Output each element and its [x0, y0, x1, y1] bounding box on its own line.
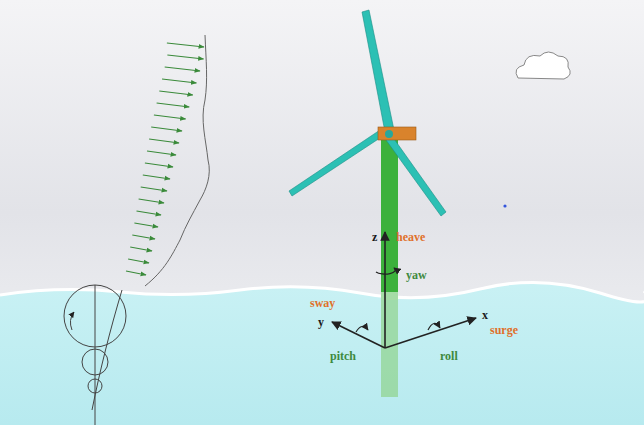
axes: [332, 232, 476, 348]
axis-letter: z: [372, 231, 377, 244]
axis-letter: x: [482, 309, 488, 322]
nacelle: [378, 127, 416, 140]
wave-orbitals: [64, 285, 126, 425]
waterline: [381, 292, 398, 300]
motion-label: sway: [310, 297, 335, 310]
cloud: [516, 52, 570, 79]
motion-label: surge: [490, 324, 518, 337]
motion-label: heave: [396, 231, 425, 244]
motion-label: roll: [440, 350, 458, 363]
axis-letter: y: [318, 316, 324, 329]
motion-label: yaw: [406, 269, 427, 282]
motion-label: pitch: [330, 350, 356, 363]
wind-arrows: [126, 43, 204, 275]
sea: [0, 282, 644, 425]
rotor-blades: [289, 10, 446, 216]
hub: [385, 130, 393, 138]
dot: [503, 204, 506, 207]
wind-profile: [145, 35, 209, 286]
